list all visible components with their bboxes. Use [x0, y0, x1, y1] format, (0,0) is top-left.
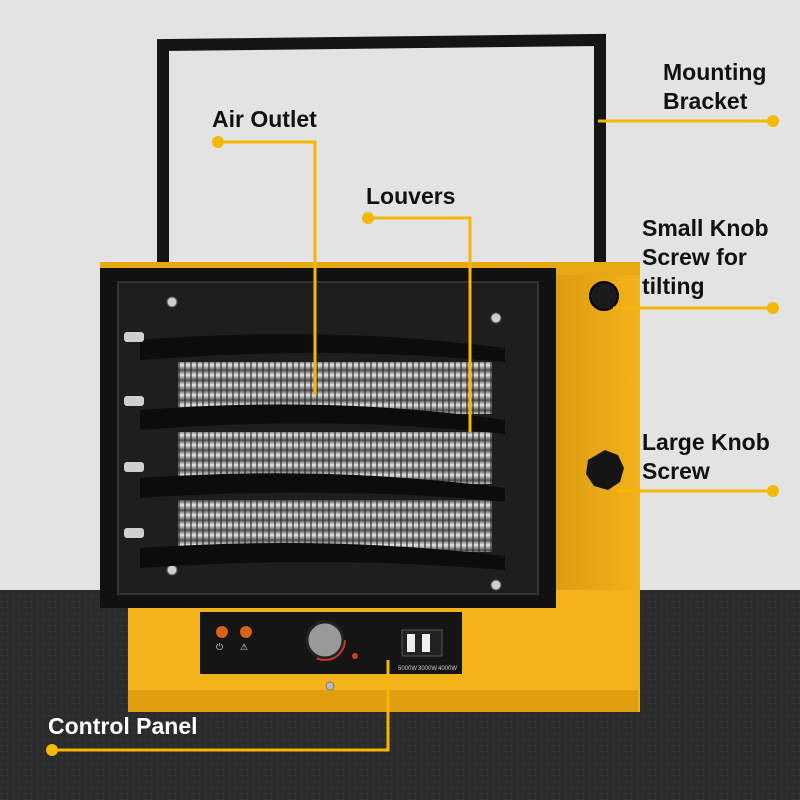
mounting-bracket	[157, 33, 606, 300]
callout-large-knob: Large Knob Screw	[642, 429, 770, 484]
small-knob-screw	[589, 281, 619, 311]
wattage-label-2: 3000W	[418, 666, 437, 672]
power-symbol: ⏻	[216, 642, 223, 653]
callout-dots	[46, 115, 779, 756]
wattage-label-1: 5000W	[398, 666, 417, 672]
callout-control-panel: Control Panel	[48, 713, 198, 739]
callout-lines	[52, 119, 773, 752]
large-knob-screw	[586, 450, 624, 490]
callout-louvers: Louvers	[366, 183, 456, 209]
callout-air-outlet: Air Outlet	[212, 106, 317, 132]
callout-small-knob: Small Knob Screw for tilting	[642, 215, 769, 299]
callout-mounting-bracket: Mounting Bracket	[663, 59, 767, 114]
thermostat-dial	[305, 620, 345, 660]
indicator-light-1	[216, 626, 228, 638]
louvers	[140, 334, 505, 570]
warning-symbol: ⚠	[240, 643, 248, 653]
wattage-label-3: 4000W	[438, 666, 457, 672]
indicator-light-2	[240, 626, 252, 638]
